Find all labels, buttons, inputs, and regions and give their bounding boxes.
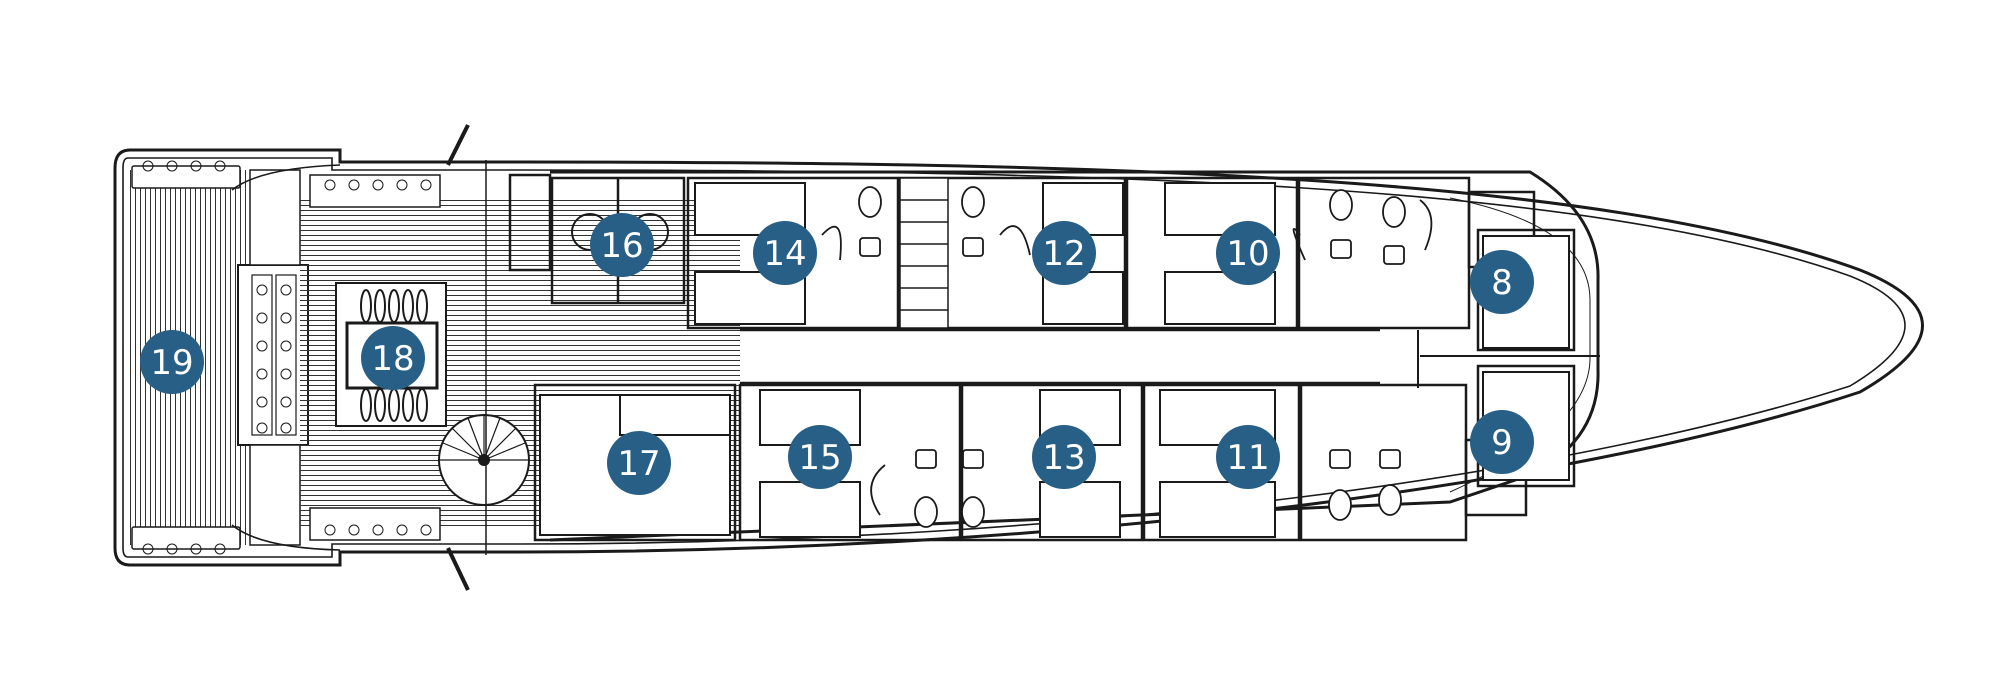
cabin-badge-circle xyxy=(1470,250,1534,314)
cabin-badge-18[interactable]: 18 xyxy=(361,326,425,390)
cabin-badge-13[interactable]: 13 xyxy=(1032,425,1096,489)
cabin-badge-17[interactable]: 17 xyxy=(607,431,671,495)
cabin-badge-circle xyxy=(590,213,654,277)
cabin-badge-circle xyxy=(753,221,817,285)
cabin-badges: 8 9 10 11 12 13 14 15 16 17 18 19 xyxy=(140,213,1534,495)
cabin-number-label: 18 xyxy=(371,339,414,379)
cabin-badge-circle xyxy=(361,326,425,390)
cabin-number-label: 17 xyxy=(617,444,660,484)
cabin-number-label: 19 xyxy=(150,343,193,383)
cabin-badge-9[interactable]: 9 xyxy=(1470,410,1534,474)
cabin-badge-circle xyxy=(1032,425,1096,489)
cabin-number-label: 16 xyxy=(600,226,643,266)
cabin-number-label: 10 xyxy=(1226,234,1269,274)
cabin-badge-circle xyxy=(1216,221,1280,285)
cabin-badge-12[interactable]: 12 xyxy=(1032,221,1096,285)
cabin-number-label: 9 xyxy=(1491,423,1513,463)
cabin-number-label: 13 xyxy=(1042,438,1085,478)
cabin-badge-11[interactable]: 11 xyxy=(1216,425,1280,489)
cabin-number-label: 14 xyxy=(763,234,806,274)
cabin-badge-16[interactable]: 16 xyxy=(590,213,654,277)
cabin-badge-circle xyxy=(1216,425,1280,489)
cabin-badge-circle xyxy=(140,330,204,394)
interior xyxy=(508,173,1600,542)
cabin-badge-circle xyxy=(788,425,852,489)
cabin-number-label: 12 xyxy=(1042,234,1085,274)
cabin-number-label: 11 xyxy=(1226,438,1269,478)
cabin-badge-circle xyxy=(1470,410,1534,474)
cabin-badge-circle xyxy=(607,431,671,495)
fixtures xyxy=(821,186,1433,528)
cabin-number-label: 15 xyxy=(798,438,841,478)
cabin-badge-10[interactable]: 10 xyxy=(1216,221,1280,285)
cabin-badge-14[interactable]: 14 xyxy=(753,221,817,285)
cabin-badge-19[interactable]: 19 xyxy=(140,330,204,394)
cabin-number-label: 8 xyxy=(1491,263,1513,303)
cabin-badge-8[interactable]: 8 xyxy=(1470,250,1534,314)
stairs xyxy=(899,177,949,329)
cabin-badge-circle xyxy=(1032,221,1096,285)
cabin-badge-15[interactable]: 15 xyxy=(788,425,852,489)
